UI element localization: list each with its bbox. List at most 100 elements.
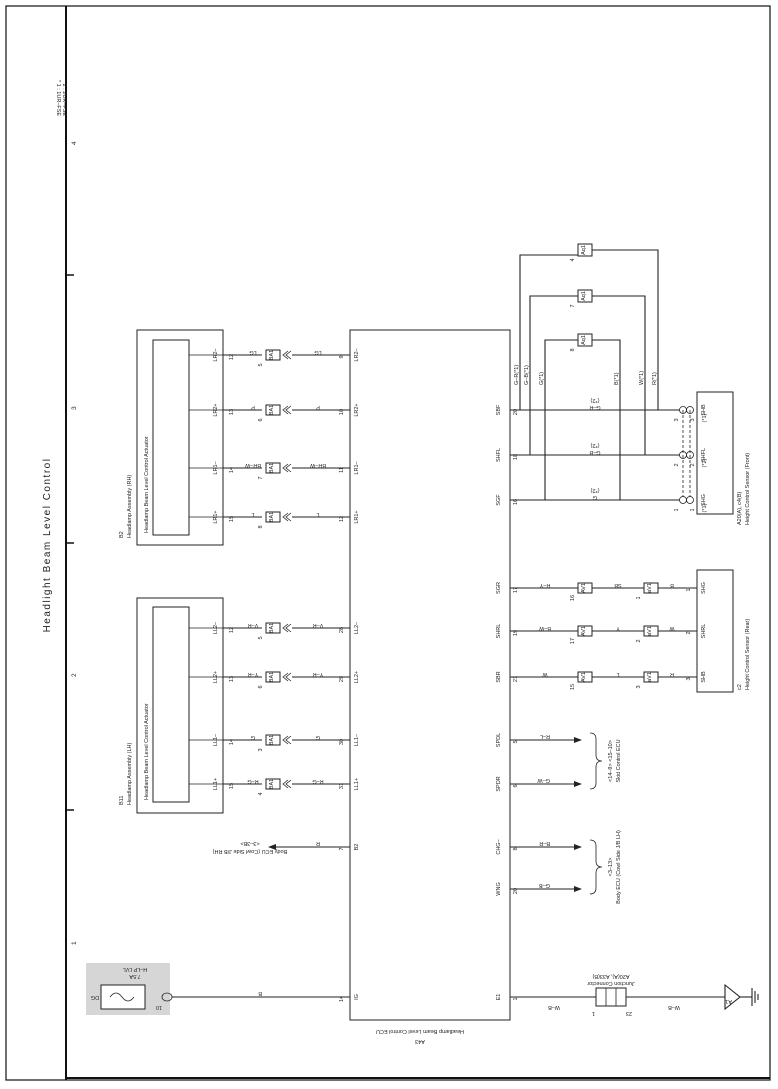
front-terminal-b-0 <box>686 496 694 504</box>
headlamp-lh-ecu-wire-color-0: R–G <box>312 778 323 784</box>
body-ecu-rh-ref: <3–3B> <box>240 840 259 846</box>
body-ecu-lh-wire-chg: B–R <box>539 840 550 846</box>
note-1: * 1 : 1UR–FSE <box>55 80 61 116</box>
front-wire-color-1: G–B <box>589 449 600 455</box>
ecu-pin-num-8: 10 <box>339 409 345 415</box>
ecu-pin-num-16: 19 <box>513 630 519 636</box>
ecu-pin-name-shrl: SHRL <box>496 624 502 639</box>
rear-sensor-color-1: W <box>669 625 675 631</box>
headlamp-rh-pin-num-2: 13 <box>229 409 235 415</box>
junction-wire-in: W–B <box>548 1004 560 1010</box>
ecu-pin-name-sbr: SBR <box>496 671 502 682</box>
headlamp-rh-connector-arrow-1 <box>282 463 292 473</box>
alt-wire-3: G(*1) <box>539 372 545 385</box>
headlamp-lh-pin-num-1: 14 <box>229 739 235 745</box>
headlamp-lh-connector-arrow-0 <box>282 779 292 789</box>
front-wire-tag-2: (*2) <box>590 397 599 403</box>
headlamp-rh-ecu-wire-color-0: L <box>316 511 319 517</box>
ecu-pin-name-sgf: SGF <box>496 494 502 506</box>
headlamp-rh-pin-name-3: LR2– <box>213 347 219 361</box>
headlamp-lh-connector-arrow-2 <box>282 672 292 682</box>
headlamp-lh-connector-pin-1: 3 <box>258 748 264 751</box>
rear-conn-a-pin-2: 16 <box>570 595 576 601</box>
headlamp-rh-ecu-wire-color-2: P <box>316 404 320 410</box>
headlamp-rh-connector-arrow-0 <box>282 512 292 522</box>
rear-mid-color-2: SB <box>614 582 622 588</box>
grid-number-2: 2 <box>71 673 78 677</box>
ecu-box <box>349 329 511 1021</box>
ecu-pin-num-3: 30 <box>339 739 345 745</box>
alt-wire-6: R(*1) <box>652 372 658 385</box>
rear-sensor-pin-name-0: SHB <box>701 671 707 683</box>
fuse-rating: 7.5A <box>129 973 141 979</box>
ecu-name: Headlamp Beam Level Control ECU <box>376 1028 464 1034</box>
headlamp-rh-wire-color-3: LG <box>249 349 256 355</box>
headlamp-lh-connector-1 <box>265 734 281 746</box>
headlamp-rh-pin-name-2: LR2+ <box>213 403 219 416</box>
alt-wire-shfl <box>510 295 585 456</box>
ecu-pin-name-e1: E1 <box>496 994 502 1001</box>
headlamp-rh-connector-pin-2: 6 <box>258 418 264 421</box>
headlamp-lh-wire-color-2: Y–R <box>248 671 259 677</box>
ground-triangle-icon <box>724 983 741 1011</box>
ecu-pin-name-spdl: SPDL <box>496 733 502 747</box>
headlamp-rh-connector-label-2: BA1 <box>269 405 275 415</box>
rear-mid-color-0: L <box>616 671 619 677</box>
front-terminal-b-2 <box>686 406 694 414</box>
rear-sensor-pin-name-2: SHG <box>701 582 707 594</box>
rear-sensor-pin-2: 1 <box>686 588 692 591</box>
ecu-pin-name-chg: CHG– <box>496 838 502 854</box>
headlamp-rh-pin-name-1: LR1– <box>213 460 219 474</box>
ecu-pin-name-spdr: SPDR <box>496 776 502 791</box>
front-sensor-box <box>696 391 734 515</box>
front-pin-b-2: 3 <box>690 418 696 421</box>
ecu-pin-num-11: 20 <box>513 888 519 894</box>
headlamp-rh-pin-num-0: 15 <box>229 516 235 522</box>
ecu-pin-num-7: 11 <box>339 467 345 473</box>
rear-sensor-pin-0: 3 <box>686 677 692 680</box>
front-pin-tag-1: (*2) <box>702 458 708 467</box>
skid-ecu-wire-spdl: R–L <box>540 733 550 739</box>
ecu-pin-name-lr2: LR2+ <box>354 403 360 416</box>
aq-pin-2: 4 <box>570 258 576 261</box>
headlamp-rh-connector-label-3: BA1 <box>269 350 275 360</box>
headlamp-rh-connector-pin-1: 7 <box>258 476 264 479</box>
junction-pin-b: 23 <box>626 1010 632 1016</box>
headlamp-lh-inner: Headlamp Beam Level Control Actuator <box>144 703 150 800</box>
junction-code: A20(A), A33(B) <box>592 973 629 979</box>
alt-wire-4: B(*1) <box>614 372 620 385</box>
headlamp-rh-inner: Headlamp Beam Level Control Actuator <box>144 436 150 533</box>
headlamp-lh-pin-num-2: 13 <box>229 676 235 682</box>
rear-sensor-name: Height Control Sensor (Rear) <box>745 619 751 690</box>
skid-ecu-refs: <14–9> <15–10> <box>608 740 614 782</box>
headlamp-lh-connector-label-1: BA1 <box>269 735 275 745</box>
headlamp-lh-connector-pin-0: 4 <box>258 792 264 795</box>
rear-ecu-color-2: R–Y <box>539 582 550 588</box>
wire-ig-color: B <box>258 990 262 996</box>
alt-wire-shfl-right <box>585 295 680 456</box>
diagram-title: Headlight Beam Level Control <box>42 458 53 633</box>
fuse-pin: 10 <box>156 1004 162 1010</box>
rear-sensor-pin-name-1: SHRL <box>701 624 707 639</box>
headlamp-lh-wire-color-1: G <box>251 734 255 740</box>
ecu-pin-name-lr2: LR2– <box>354 347 360 361</box>
ecu-pin-num-14: 5 <box>513 740 519 743</box>
headlamp-lh-connector-arrow-3 <box>282 623 292 633</box>
ecu-pin-num-13: 6 <box>513 784 519 787</box>
dynamic-layer: IG14B27LL1+31LL1–30LL2+29LL2–28LR1+12LR1… <box>189 243 708 1002</box>
rear-sensor-pin-1: 2 <box>686 631 692 634</box>
junction-name: Junction Connector <box>587 980 635 986</box>
rear-conn-a-pin-0: 15 <box>570 684 576 690</box>
headlamp-rh-connector-arrow-2 <box>282 405 292 415</box>
ecu-pin-name-lr1: LR1– <box>354 460 360 474</box>
grid-number-3: 3 <box>71 406 78 410</box>
rear-sensor-color-2: B <box>670 582 674 588</box>
headlamp-rh-connector-pin-3: 5 <box>258 363 264 366</box>
rear-sensor-color-0: R <box>670 671 674 677</box>
headlamp-rh-code: B2 <box>119 531 125 538</box>
ecu-pin-name-b2: B2 <box>354 844 360 851</box>
front-wire-color-0: G <box>593 494 597 500</box>
rear-sensor-code: c2 <box>737 684 743 690</box>
page-frame <box>5 5 771 1081</box>
